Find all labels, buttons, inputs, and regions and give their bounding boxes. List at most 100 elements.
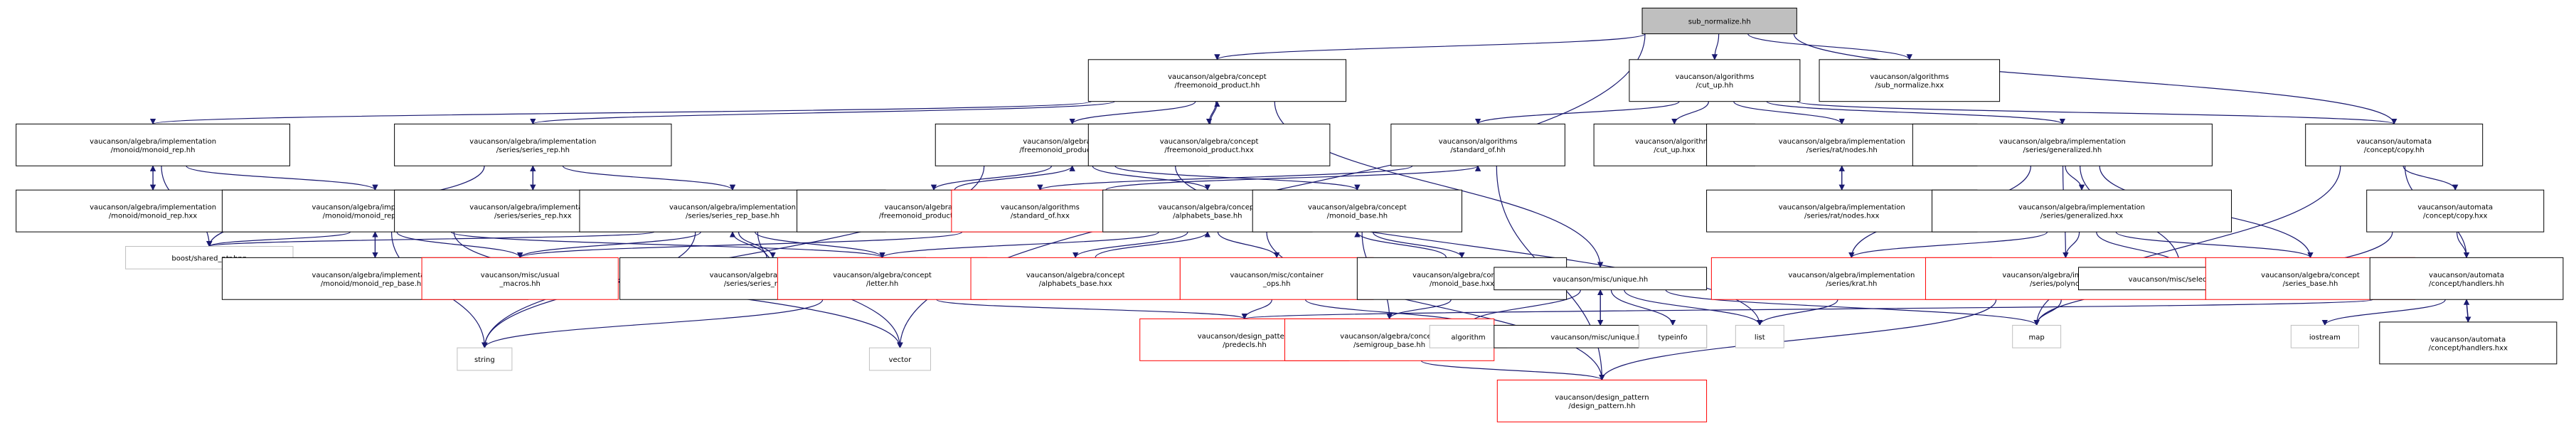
node-label-line: /semigroup_base.hh (1353, 341, 1425, 349)
node-box (2369, 257, 2564, 300)
node-label-line: list (1755, 333, 1765, 341)
edge-unique-hh-to-typeinfo (1610, 289, 1676, 326)
node-label-line: /design_pattern.hh (1568, 402, 1635, 410)
node-label-line: typeinfo (1658, 333, 1687, 341)
node-label-line: vaucanson/algebra/implementation (669, 204, 796, 212)
node-box (1638, 324, 1708, 348)
node-standard-of-hh[interactable]: vaucanson/algorithms/standard_of.hh (1390, 123, 1565, 166)
edge-alphabets-base-hh-to-letter-hh (879, 231, 1159, 259)
edge-krat-hh-to-list (1757, 299, 1838, 326)
edge-generalized-hh-to-generalized-hxx (2065, 166, 2085, 191)
edge-monoid-rep-hh-to-monoid-rep-base-hh (186, 165, 378, 191)
node-generalized-hh[interactable]: vaucanson/algebra/implementation/series/… (1912, 123, 2213, 166)
node-label-line: vaucanson/algebra/implementation (710, 272, 836, 279)
node-label-line: boost/shared_ptr.hpp (171, 255, 247, 262)
edge-sub-normalize-hh-to-copy-hh (1793, 33, 2397, 125)
node-list[interactable]: list (1735, 324, 1784, 348)
node-box (1252, 189, 1462, 233)
edge-monoid-base-hh-to-monoid-base-hxx (1372, 231, 1465, 259)
node-label-line: /concept/copy.hxx (2423, 213, 2488, 220)
node-label-line: /series/series_rep.hxx (494, 213, 572, 220)
node-label-line: vaucanson/algebra/concept (1340, 333, 1439, 341)
node-box (1629, 59, 1801, 102)
node-label-line: vaucanson/algebra/concept (1023, 138, 1122, 146)
node-container-ops-hh[interactable]: vaucanson/misc/container_ops.hh (1179, 257, 1374, 300)
node-label-line: /cut_up.hxx (1654, 146, 1695, 154)
node-label-line: /concept/handlers.hxx (2429, 344, 2508, 352)
node-generalized-hxx[interactable]: vaucanson/algebra/implementation/series/… (1932, 189, 2232, 233)
node-label-line: vaucanson/algebra/implementation (469, 138, 596, 146)
node-sub-normalize-hxx[interactable]: vaucanson/algorithms/sub_normalize.hxx (1819, 59, 2001, 102)
node-label-line: vaucanson/automata (2356, 138, 2432, 146)
node-monoid-base-hh[interactable]: vaucanson/algebra/concept/monoid_base.hh (1252, 189, 1462, 233)
edge-series-rep-base-hh-to-letter-hh (754, 231, 885, 259)
node-label-line: /series/polynoms.hh (2030, 280, 2102, 288)
node-label-line: vaucanson/algebra/concept (833, 272, 932, 279)
edge-copy-hxx-to-handlers-hh (2457, 232, 2470, 259)
node-box (421, 257, 619, 300)
edge-monoid-base-hxx-to-semigroup-base-hh (1386, 299, 1452, 320)
edge-cut-up-hh-to-rat-nodes-hh (1733, 101, 1845, 125)
node-label-line: vaucanson/algebra/concept (1168, 73, 1267, 81)
node-copy-hh[interactable]: vaucanson/automata/concept/copy.hh (2305, 123, 2484, 166)
node-handlers-hh[interactable]: vaucanson/automata/concept/handlers.hh (2369, 257, 2564, 300)
node-unique-hh[interactable]: vaucanson/misc/unique.hh (1494, 267, 1708, 291)
node-alphabets-base-hxx[interactable]: vaucanson/algebra/concept/alphabets_base… (970, 257, 1181, 300)
node-box (1179, 257, 1374, 300)
node-label-line: vaucanson/misc/unique.hh (1553, 276, 1648, 284)
edge-freemonoid-product-base-hxx-to-freemonoid-product-base-hh (954, 165, 1075, 191)
edge-monoid-rep-base-hh-to-shared-ptr-hpp (206, 231, 351, 247)
edge-unique-hh-to-list (1624, 289, 1763, 326)
edge-monoid-base-hxx-to-monoid-base-hh (1354, 231, 1447, 258)
edge-monoid-rep-base-hh-to-letter-hh (450, 231, 885, 259)
node-copy-hxx[interactable]: vaucanson/automata/concept/copy.hxx (2366, 189, 2545, 233)
node-label-line: map (2029, 333, 2045, 341)
node-iostream[interactable]: iostream (2290, 324, 2359, 348)
edge-cut-up-hh-to-standard-of-hh (1475, 101, 1680, 125)
edge-freemonoid-product-hxx-to-freemonoid-product-hh (1210, 100, 1220, 124)
node-label-line: vaucanson/algebra/concept (885, 204, 984, 212)
edge-freemonoid-product-hh-to-freemonoid-product-hxx (1205, 101, 1217, 125)
edge-semigroup-base-hh-to-design-pattern-hh (1420, 360, 1605, 381)
node-typeinfo[interactable]: typeinfo (1638, 324, 1708, 348)
node-box (1735, 324, 1784, 348)
node-usual-macros-hh[interactable]: vaucanson/misc/usual_macros.hh (421, 257, 619, 300)
edge-sub-normalize-hh-to-cut-up-hh (1711, 33, 1720, 60)
node-handlers-hxx[interactable]: vaucanson/automata/concept/handlers.hxx (2379, 321, 2558, 365)
edge-cut-up-hh-to-copy-hh (1797, 101, 2397, 125)
node-series-rep-hh[interactable]: vaucanson/algebra/implementation/series/… (394, 123, 672, 166)
node-label-line: /cut_up.hh (1696, 82, 1734, 90)
edge-letter-hh-to-string (481, 299, 824, 349)
node-label-line: /predecls.hh (1223, 341, 1267, 349)
edge-cut-up-hh-to-generalized-hh (1766, 101, 2065, 125)
node-label-line: /monoid_base.hh (1327, 213, 1388, 220)
node-label-line: string (474, 356, 495, 364)
node-freemonoid-product-hxx[interactable]: vaucanson/algebra/concept/freemonoid_pro… (1087, 123, 1331, 166)
node-monoid-rep-hh[interactable]: vaucanson/algebra/implementation/monoid/… (16, 123, 290, 166)
node-box (1087, 59, 1346, 102)
node-freemonoid-product-hh[interactable]: vaucanson/algebra/concept/freemonoid_pro… (1087, 59, 1346, 102)
edge-standard-of-hh-to-standard-of-hxx (1037, 165, 1413, 191)
node-label-line: vaucanson/algebra/concept (2261, 272, 2360, 279)
edge-freemonoid-product-base-hh-to-freemonoid-product-base-hxx (930, 165, 1053, 191)
node-label-line: _ops.hh (1262, 280, 1291, 288)
node-map[interactable]: map (2012, 324, 2062, 348)
node-label-line: _macros.hh (499, 280, 540, 288)
edge-sub-normalize-hh-to-sub-normalize-hxx (1747, 33, 1912, 60)
node-label-line: vaucanson/algebra/implementation (1779, 138, 1905, 146)
node-label-line: sub_normalize.hh (1688, 18, 1751, 26)
node-letter-hh[interactable]: vaucanson/algebra/concept/letter.hh (777, 257, 988, 300)
node-string[interactable]: string (457, 347, 513, 371)
node-standard-of-hxx[interactable]: vaucanson/algorithms/standard_of.hxx (951, 189, 1129, 233)
edge-generalized-hxx-to-polynoms-hh (2063, 232, 2080, 259)
node-sub-normalize-hh[interactable]: sub_normalize.hh (1641, 7, 1797, 35)
node-label-line: /standard_of.hxx (1011, 213, 1070, 220)
edge-generalized-hxx-to-series-base-hh (2115, 231, 2314, 259)
node-vector[interactable]: vector (868, 347, 931, 371)
node-design-pattern-hh[interactable]: vaucanson/design_pattern/design_pattern.… (1496, 379, 1708, 422)
node-label-line: /monoid/monoid_rep_base.hh (323, 213, 428, 220)
node-label-line: /freemonoid_product_base.hxx (879, 213, 989, 220)
edge-freemonoid-product-hh-to-freemonoid-product-base-hh (1069, 101, 1196, 125)
node-label-line: iostream (2309, 333, 2341, 341)
node-cut-up-hh[interactable]: vaucanson/algorithms/cut_up.hh (1629, 59, 1801, 102)
